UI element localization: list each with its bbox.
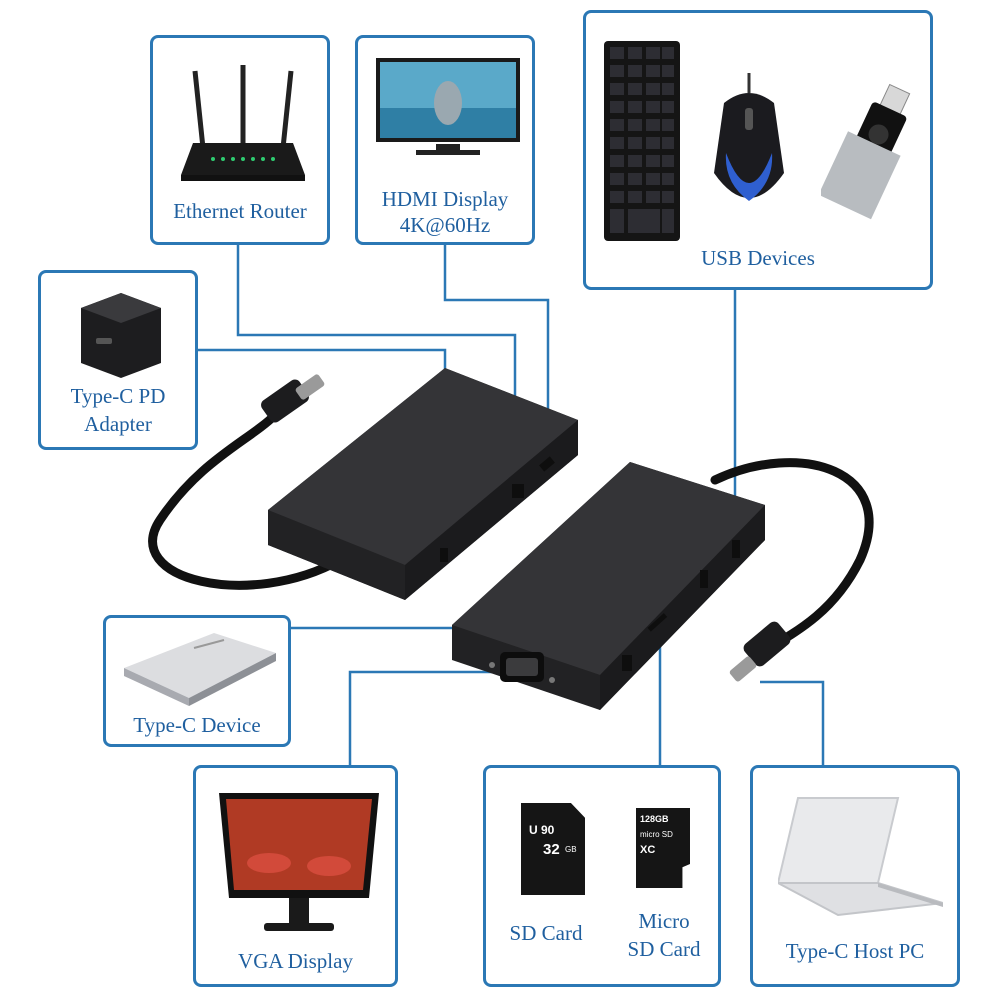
hdmi-display-box: HDMI Display 4K@60Hz xyxy=(355,35,535,245)
portable-ssd-icon xyxy=(124,633,276,706)
laptop-icon xyxy=(778,797,943,917)
usb-flash-drive-icon xyxy=(821,83,911,220)
line-host xyxy=(760,680,825,765)
sd-card-capacity: 32 xyxy=(543,841,560,858)
tv-icon xyxy=(376,58,520,155)
sd-card-speed: U 90 xyxy=(529,823,555,837)
micro-sd-class: XC xyxy=(640,844,656,856)
micro-sd-card-icon: 128GB micro SD XC xyxy=(636,808,690,888)
micro-sd-brand: micro SD xyxy=(640,830,673,839)
hdmi-display-label-line1: HDMI Display xyxy=(381,187,509,211)
typec-device-box: Type-C Device xyxy=(103,615,291,747)
left-hub-cable xyxy=(148,410,345,590)
vga-display-label: VGA Display xyxy=(238,949,353,973)
sd-card-unit: GB xyxy=(565,845,577,854)
hdmi-display-label-line2: 4K@60Hz xyxy=(399,213,491,237)
usb-devices-label: USB Devices xyxy=(701,246,815,270)
power-adapter-icon xyxy=(81,293,161,378)
right-hub-body xyxy=(452,462,765,710)
ethernet-router-box: Ethernet Router xyxy=(150,35,330,245)
line-hdmi xyxy=(443,245,550,455)
typec-pd-adapter-box: Type-C PD Adapter xyxy=(38,270,198,450)
sd-card-icon: U 90 32 GB xyxy=(521,803,585,895)
mouse-icon xyxy=(714,73,784,201)
right-hub-cable xyxy=(710,458,874,655)
typec-host-pc-box: Type-C Host PC xyxy=(750,765,960,987)
monitor-icon xyxy=(219,793,379,931)
sd-card-label: SD Card xyxy=(509,921,583,945)
typec-pd-label-line2: Adapter xyxy=(84,412,152,436)
right-hub-plug xyxy=(729,621,791,682)
typec-host-pc-label: Type-C Host PC xyxy=(785,939,925,963)
line-vga xyxy=(348,670,520,765)
usb-devices-box: USB Devices xyxy=(583,10,933,290)
micro-sd-capacity: 128GB xyxy=(640,814,669,824)
typec-pd-label-line1: Type-C PD xyxy=(70,384,166,408)
micro-sd-label-line2: SD Card xyxy=(627,937,701,961)
ethernet-router-label: Ethernet Router xyxy=(173,199,307,223)
typec-device-label: Type-C Device xyxy=(133,713,261,737)
left-hub-plug xyxy=(261,374,325,423)
sd-card-box: U 90 32 GB 128GB micro SD XC SD Card Mic… xyxy=(483,765,721,987)
left-hub-body xyxy=(268,368,578,600)
micro-sd-label-line1: Micro xyxy=(638,909,690,933)
router-icon xyxy=(181,65,305,181)
vga-display-box: VGA Display xyxy=(193,765,398,987)
keyboard-icon xyxy=(604,41,680,241)
